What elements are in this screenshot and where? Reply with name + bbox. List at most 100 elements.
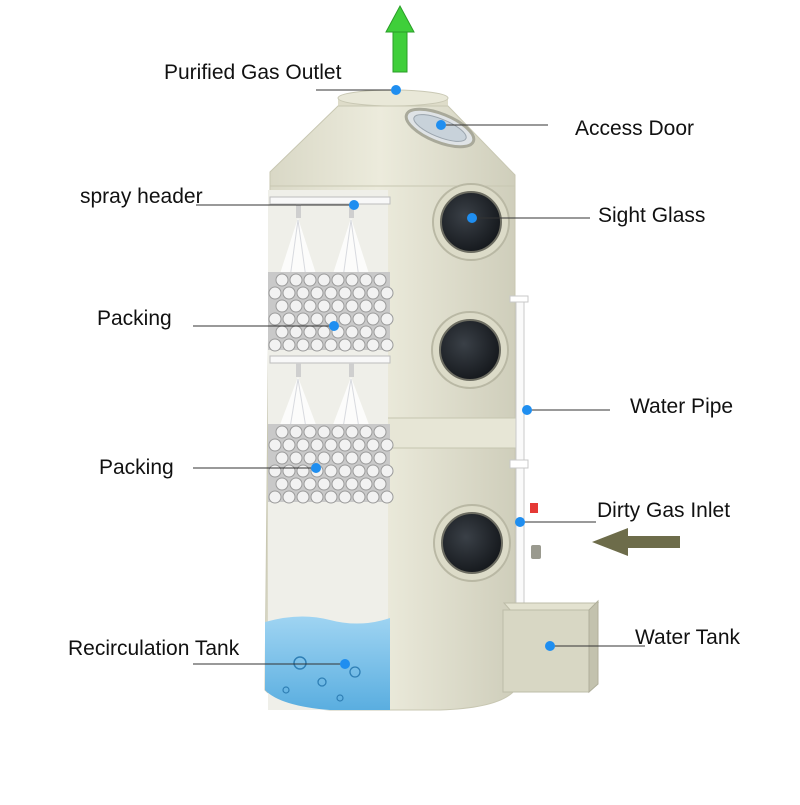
packing-ring	[345, 299, 359, 313]
packing-ring	[310, 438, 324, 452]
packing-ring	[296, 464, 310, 478]
packing-ring	[324, 438, 338, 452]
packing-ring	[324, 464, 338, 478]
packing-ring	[268, 490, 282, 504]
packing-ring	[380, 312, 394, 326]
packing-ring	[282, 438, 296, 452]
packing-ring	[380, 338, 394, 352]
packing-ring	[275, 477, 289, 491]
label-water-tank: Water Tank	[635, 626, 741, 649]
packing-ring	[338, 338, 352, 352]
spray-header-pipes	[269, 196, 391, 377]
packing-ring	[317, 451, 331, 465]
spray-cones	[278, 218, 371, 430]
marker-dot-recirculation-tank	[340, 659, 350, 669]
packing-ring	[352, 464, 366, 478]
packing-ring	[310, 286, 324, 300]
packing-ring	[303, 425, 317, 439]
packing-ring	[296, 338, 310, 352]
packing-ring	[331, 299, 345, 313]
packing-ring	[268, 338, 282, 352]
packing-ring	[275, 325, 289, 339]
label-access-door: Access Door	[575, 117, 695, 140]
packing-ring	[345, 477, 359, 491]
packing-ring	[289, 273, 303, 287]
packing-ring	[324, 490, 338, 504]
packing-ring	[359, 299, 373, 313]
packing-ring	[359, 425, 373, 439]
packing-ring	[345, 451, 359, 465]
packing-ring	[296, 312, 310, 326]
recirculation-water	[265, 616, 390, 710]
packing-ring	[310, 338, 324, 352]
packing-ring	[275, 299, 289, 313]
water-tank	[502, 599, 600, 694]
packing-ring	[352, 312, 366, 326]
packing-ring	[303, 325, 317, 339]
marker-dot-spray-header	[349, 200, 359, 210]
sight-glass-lower	[433, 504, 511, 582]
packing-ring	[373, 299, 387, 313]
marker-dot-sight-glass	[467, 213, 477, 223]
marker-dot-water-tank	[545, 641, 555, 651]
packing-ring	[303, 477, 317, 491]
mid-flange	[384, 417, 518, 449]
packing-ring	[373, 325, 387, 339]
packing-ring	[373, 425, 387, 439]
packing-ring	[338, 490, 352, 504]
packing-ring	[331, 425, 345, 439]
packing-ring	[338, 438, 352, 452]
packing-ring	[296, 438, 310, 452]
packing-ring	[289, 325, 303, 339]
packing-ring	[324, 286, 338, 300]
packing-ring	[289, 425, 303, 439]
packing-ring	[373, 451, 387, 465]
label-purified-gas-outlet: Purified Gas Outlet	[164, 61, 342, 84]
packing-ring	[282, 312, 296, 326]
packing-ring	[352, 438, 366, 452]
label-spray-header: spray header	[80, 185, 203, 208]
marker-dots	[311, 85, 555, 669]
packing-ring	[317, 273, 331, 287]
packing-ring	[275, 273, 289, 287]
packing-ring	[345, 273, 359, 287]
packing-ring	[352, 286, 366, 300]
packing-ring	[366, 464, 380, 478]
packing-ring	[331, 273, 345, 287]
marker-dot-access-door	[436, 120, 446, 130]
packing-ring	[282, 286, 296, 300]
conical-top	[269, 105, 516, 189]
packing-ring	[289, 451, 303, 465]
label-packing-lower: Packing	[99, 456, 174, 479]
packing-ring	[380, 490, 394, 504]
packing-ring	[317, 425, 331, 439]
packing-ring	[366, 312, 380, 326]
packing-ring	[317, 325, 331, 339]
label-sight-glass: Sight Glass	[598, 204, 706, 227]
label-water-pipe: Water Pipe	[630, 395, 734, 418]
marker-dot-dirty-gas-inlet	[515, 517, 525, 527]
packing-ring	[366, 490, 380, 504]
packing-ring	[373, 273, 387, 287]
marker-dot-packing-upper	[329, 321, 339, 331]
label-packing-upper: Packing	[97, 307, 172, 330]
label-dirty-gas-inlet: Dirty Gas Inlet	[597, 499, 731, 522]
packing-ring	[268, 438, 282, 452]
packing-ring	[282, 338, 296, 352]
packing-ring	[303, 273, 317, 287]
packing-ring	[275, 451, 289, 465]
packing-ring	[310, 312, 324, 326]
packing-ring	[338, 312, 352, 326]
packing-ring	[317, 477, 331, 491]
packing-ring	[289, 477, 303, 491]
packing-ring	[289, 299, 303, 313]
inlet-arrow-icon	[592, 528, 680, 556]
packing-ring	[380, 464, 394, 478]
label-recirculation-tank: Recirculation Tank	[68, 637, 240, 660]
packing-ring	[268, 286, 282, 300]
packing-ring	[359, 477, 373, 491]
packing-ring	[282, 464, 296, 478]
marker-dot-outlet	[391, 85, 401, 95]
